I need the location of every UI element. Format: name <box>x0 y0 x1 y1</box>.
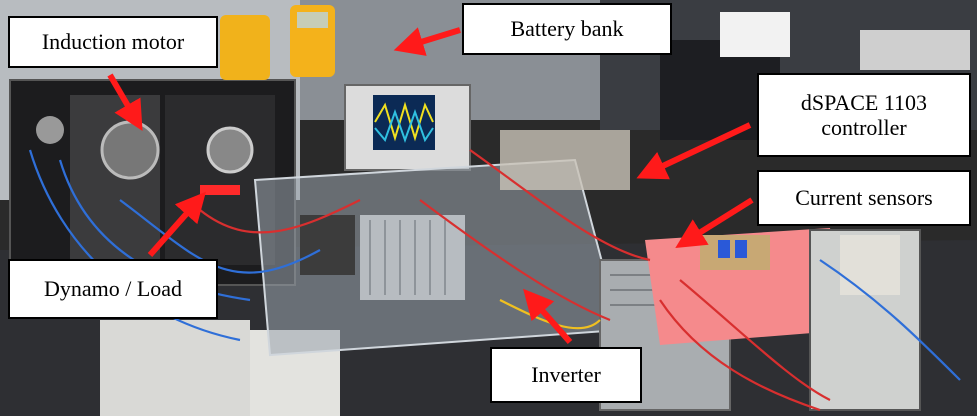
label-current-sensors: Current sensors <box>757 170 971 226</box>
label-induction-motor: Induction motor <box>8 16 218 68</box>
label-dspace-controller: dSPACE 1103 controller <box>757 73 971 157</box>
label-battery-bank: Battery bank <box>462 3 672 55</box>
label-dynamo-load: Dynamo / Load <box>8 259 218 319</box>
label-inverter: Inverter <box>490 347 642 403</box>
